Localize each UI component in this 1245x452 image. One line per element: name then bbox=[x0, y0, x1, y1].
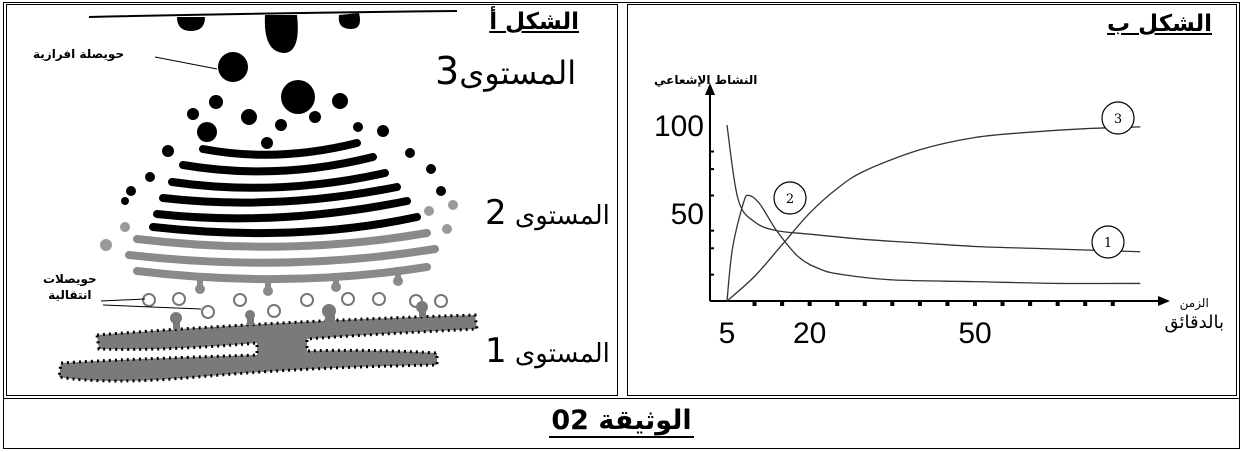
x-tick-mark bbox=[1110, 300, 1115, 306]
panel-a-title: الشكل أ bbox=[489, 9, 579, 35]
x-tick-label: 5 bbox=[719, 317, 736, 350]
level-2-label: المستوى 2 bbox=[485, 193, 610, 233]
secretory-vesicles bbox=[121, 52, 446, 205]
panel-a-figure: الشكل أ حويصلة افرازية المستوى3 المستوى … bbox=[6, 4, 618, 396]
golgi-trans-cisternae bbox=[149, 139, 421, 238]
series-3-curve bbox=[726, 126, 1141, 302]
transport-vesicles-label: حويصلات انتقالية bbox=[43, 271, 97, 303]
x-tick-label: 50 bbox=[958, 317, 991, 350]
transport-vesicles-line2: انتقالية bbox=[48, 288, 92, 302]
series-2-label: 2 bbox=[786, 192, 794, 207]
level-2-word: المستوى bbox=[514, 201, 610, 231]
exocytosis-bump bbox=[264, 15, 298, 53]
x-tick-mark bbox=[862, 300, 867, 306]
level-2-number: 2 bbox=[485, 193, 507, 233]
grey-vesicles bbox=[100, 200, 458, 251]
leader-secretory-vesicle bbox=[154, 56, 218, 70]
y-axis-label: النشاط الإشعاعي bbox=[654, 73, 758, 87]
series-1-label: 1 bbox=[1104, 236, 1112, 251]
level-1-word: المستوى bbox=[514, 339, 610, 369]
transport-vesicles bbox=[142, 292, 448, 319]
y-axis-arrow bbox=[705, 83, 715, 95]
cis-buds bbox=[195, 267, 403, 296]
golgi-cis-cisternae bbox=[125, 229, 439, 284]
x-tick-mark bbox=[973, 300, 977, 306]
x-tick-mark bbox=[945, 300, 950, 306]
golgi-diagram bbox=[57, 10, 479, 383]
x-tick-mark bbox=[807, 300, 812, 306]
chart-labels: 1 2 3 bbox=[773, 101, 1135, 259]
rough-endoplasmic-reticulum bbox=[57, 301, 479, 383]
x-axis-label: الزمن بالدقائق bbox=[1164, 293, 1224, 333]
level-3-number: 3 bbox=[435, 49, 460, 93]
exocytosis-bump bbox=[177, 17, 205, 31]
x-tick-mark bbox=[835, 300, 840, 306]
x-axis-label-line2: بالدقائق bbox=[1164, 312, 1224, 333]
leader-transport-vesicles bbox=[100, 298, 202, 310]
x-tick-mark bbox=[1028, 300, 1033, 306]
exocytosis-bump bbox=[338, 13, 360, 29]
level-1-number: 1 bbox=[485, 331, 507, 371]
x-tick-mark bbox=[752, 300, 757, 306]
document-title: الوثيقة 02 bbox=[549, 405, 694, 438]
panel-b-chart: 5 20 50 100 50 1 2 3 الشكل ب النشاط الإشعاعي ا… bbox=[627, 4, 1237, 396]
y-tick-label: 50 bbox=[671, 198, 704, 231]
x-axis-arrow bbox=[1158, 296, 1170, 306]
radioactivity-chart: 5 20 50 100 50 1 2 3 bbox=[654, 83, 1170, 350]
series-2-curve bbox=[726, 194, 1141, 302]
document-footer: الوثيقة 02 bbox=[3, 398, 1240, 449]
x-tick-mark bbox=[917, 300, 922, 306]
x-tick-mark bbox=[890, 300, 895, 306]
series-2-badge bbox=[773, 181, 807, 215]
level-3-word: المستوى bbox=[459, 54, 577, 92]
series-1-badge bbox=[1091, 225, 1125, 259]
y-tick-label: 100 bbox=[654, 110, 704, 143]
secretory-vesicle-label: حويصلة افرازية bbox=[33, 47, 125, 61]
x-tick-label: 20 bbox=[793, 317, 826, 350]
x-tick-mark bbox=[1000, 300, 1005, 306]
x-tick-mark bbox=[780, 300, 785, 306]
panel-b-title: الشكل ب bbox=[1107, 11, 1212, 37]
document-frame bbox=[3, 2, 1240, 449]
series-1-curve bbox=[726, 125, 1141, 253]
x-axis-label-line1: الزمن bbox=[1179, 296, 1209, 310]
series-3-label: 3 bbox=[1114, 112, 1122, 127]
level-3-label: المستوى3 bbox=[435, 49, 576, 93]
x-tick-mark bbox=[1083, 300, 1088, 306]
chart-series bbox=[726, 125, 1141, 302]
series-3-badge bbox=[1101, 101, 1135, 135]
transport-vesicles-line1: حويصلات bbox=[43, 272, 97, 286]
x-tick-mark bbox=[1055, 300, 1060, 306]
plasma-membrane bbox=[88, 10, 458, 18]
chart-axes: 5 20 50 100 50 bbox=[654, 83, 1170, 350]
level-1-label: المستوى 1 bbox=[485, 331, 610, 371]
